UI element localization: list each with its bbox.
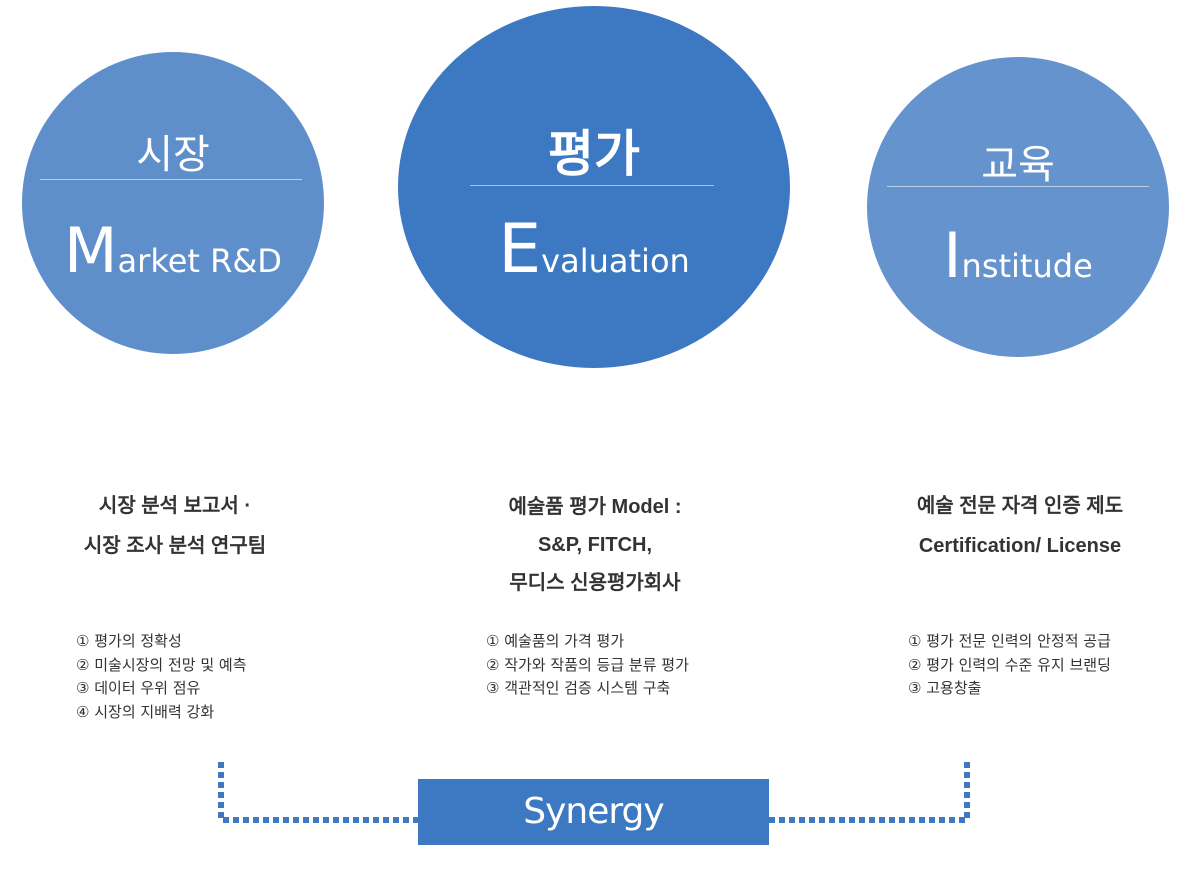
list-item: ② 작가와 작품의 등급 분류 평가 <box>486 655 689 674</box>
institute-heading-line: 예술 전문 자격 인증 제도 <box>916 495 1124 517</box>
list-item: ② 미술시장의 전망 및 예측 <box>76 655 247 674</box>
market-heading-line: 시장 조사 분석 연구팀 <box>83 535 267 557</box>
institute-heading: 예술 전문 자격 인증 제도 Certification/ License <box>880 486 1160 566</box>
evaluation-heading-line: 무디스 신용평가회사 <box>509 572 681 594</box>
evaluation-title-rest: valuation <box>541 242 690 280</box>
list-item: ③ 고용창출 <box>908 679 982 697</box>
list-item: ② 평가 인력의 수준 유지 브랜딩 <box>908 655 1111 674</box>
institute-divider <box>887 186 1149 187</box>
evaluation-title-en: Evaluation <box>398 216 790 284</box>
institute-title-en: Institude <box>867 225 1169 287</box>
connector-right <box>769 758 970 823</box>
market-benefit-list: ① 평가의 정확성 ② 미술시장의 전망 및 예측 ③ 데이터 우위 점유 ④ … <box>76 630 247 724</box>
list-item: ① 평가 전문 인력의 안정적 공급 <box>908 632 1111 650</box>
evaluation-heading: 예술품 평가 Model : S&P, FITCH, 무디스 신용평가회사 <box>430 488 760 602</box>
list-item: ③ 객관적인 검증 시스템 구축 <box>486 679 671 697</box>
evaluation-benefit-list: ① 예술품의 가격 평가 ② 작가와 작품의 등급 분류 평가 ③ 객관적인 검… <box>486 630 689 701</box>
market-divider <box>40 179 302 180</box>
evaluation-circle: 평가 Evaluation <box>398 6 790 368</box>
market-circle: 시장 Market R&D <box>22 52 324 354</box>
market-heading: 시장 분석 보고서 · 시장 조사 분석 연구팀 <box>40 486 310 566</box>
market-heading-line: 시장 분석 보고서 · <box>98 495 252 517</box>
institute-circle: 교육 Institude <box>867 57 1169 357</box>
list-item: ④ 시장의 지배력 강화 <box>76 702 215 721</box>
evaluation-title-kr: 평가 <box>548 125 640 183</box>
evaluation-heading-line: 예술품 평가 Model : <box>508 496 682 518</box>
institute-benefit-list: ① 평가 전문 인력의 안정적 공급 ② 평가 인력의 수준 유지 브랜딩 ③ … <box>908 630 1111 701</box>
institute-title-kr: 교육 <box>981 142 1055 188</box>
institute-title-rest: nstitude <box>961 247 1093 285</box>
evaluation-divider <box>470 185 714 186</box>
market-title-kr: 시장 <box>136 132 210 178</box>
market-title-rest: arket R&D <box>117 242 282 280</box>
evaluation-heading-line: S&P, FITCH, <box>537 534 653 556</box>
institute-title-initial: I <box>943 219 962 292</box>
synergy-box: Synergy <box>418 779 769 845</box>
evaluation-title-initial: E <box>498 210 542 289</box>
list-item: ① 예술품의 가격 평가 <box>486 632 625 650</box>
connector-left <box>218 762 418 823</box>
market-title-en: Market R&D <box>22 220 324 282</box>
market-title-initial: M <box>64 214 118 287</box>
institute-heading-line: Certification/ License <box>918 535 1122 557</box>
list-item: ① 평가의 정확성 <box>76 632 182 650</box>
list-item: ③ 데이터 우위 점유 <box>76 679 201 697</box>
